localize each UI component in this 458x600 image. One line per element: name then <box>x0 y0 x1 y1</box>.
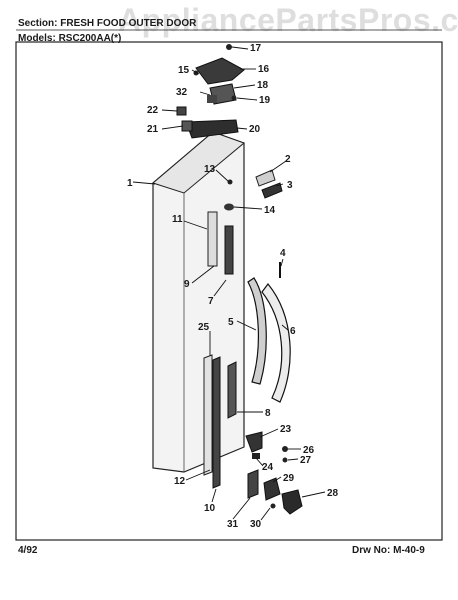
callout-18: 18 <box>257 80 269 91</box>
callout-24: 24 <box>262 462 274 473</box>
screw-13 <box>227 179 233 185</box>
callout-12: 12 <box>174 476 186 487</box>
top-hinge-assembly <box>193 44 245 105</box>
callout-15: 15 <box>178 65 190 76</box>
callout-1: 1 <box>127 178 133 189</box>
upper-hinge-bracket <box>176 106 239 139</box>
callout-29: 29 <box>283 473 295 484</box>
plate-2 <box>255 169 276 187</box>
callout-labels: 1 2 3 4 5 6 7 8 9 10 11 12 13 14 15 16 1… <box>127 43 339 530</box>
frame-border <box>15 41 443 541</box>
callout-3: 3 <box>287 180 293 191</box>
callout-32: 32 <box>176 87 188 98</box>
callout-16: 16 <box>258 64 270 75</box>
door-panel <box>151 131 245 473</box>
drawing-label: Drw No: <box>352 545 391 556</box>
lower-trim-strips <box>203 354 237 489</box>
callout-19: 19 <box>259 95 271 106</box>
callout-26a: 26 <box>303 445 315 456</box>
section-value: FRESH FOOD OUTER DOOR <box>60 18 197 29</box>
callout-7: 7 <box>208 296 214 307</box>
callout-11: 11 <box>172 214 183 225</box>
callout-5: 5 <box>228 317 234 328</box>
section-line: Section: FRESH FOOD OUTER DOOR <box>18 18 196 29</box>
callout-25: 25 <box>198 322 210 333</box>
callout-20: 20 <box>249 124 261 135</box>
callout-10: 10 <box>204 503 216 514</box>
callout-14: 14 <box>264 205 276 216</box>
callout-30: 30 <box>250 519 262 530</box>
models-label: Models: <box>18 33 56 44</box>
models-line: Models: RSC200AA(*) <box>18 33 121 44</box>
footer-date: 4/92 <box>18 545 38 556</box>
callout-6: 6 <box>290 326 296 337</box>
callout-31: 31 <box>227 519 239 530</box>
watermark: AppliancePartsPros.com <box>118 2 458 38</box>
callout-2: 2 <box>285 154 291 165</box>
upper-trim-strips <box>207 211 234 275</box>
callout-21: 21 <box>147 124 159 135</box>
drawing-number: M-40-9 <box>393 545 425 556</box>
callout-27: 27 <box>300 455 312 466</box>
callout-28: 28 <box>327 488 339 499</box>
callout-13: 13 <box>204 164 216 175</box>
door-handle <box>247 277 291 403</box>
plug-14 <box>224 203 234 211</box>
section-label: Section: <box>18 18 58 29</box>
callout-9: 9 <box>184 279 190 290</box>
callout-22: 22 <box>147 105 159 116</box>
footer-drawing: Drw No: M-40-9 <box>352 545 425 556</box>
callout-8: 8 <box>265 408 271 419</box>
leader-lines <box>132 46 326 521</box>
bottom-hinge-assembly <box>245 431 303 515</box>
callout-17: 17 <box>250 43 262 54</box>
callout-23: 23 <box>280 424 292 435</box>
models-value: RSC200AA(*) <box>58 33 122 44</box>
plate-3 <box>261 182 283 199</box>
callout-4: 4 <box>280 248 286 259</box>
